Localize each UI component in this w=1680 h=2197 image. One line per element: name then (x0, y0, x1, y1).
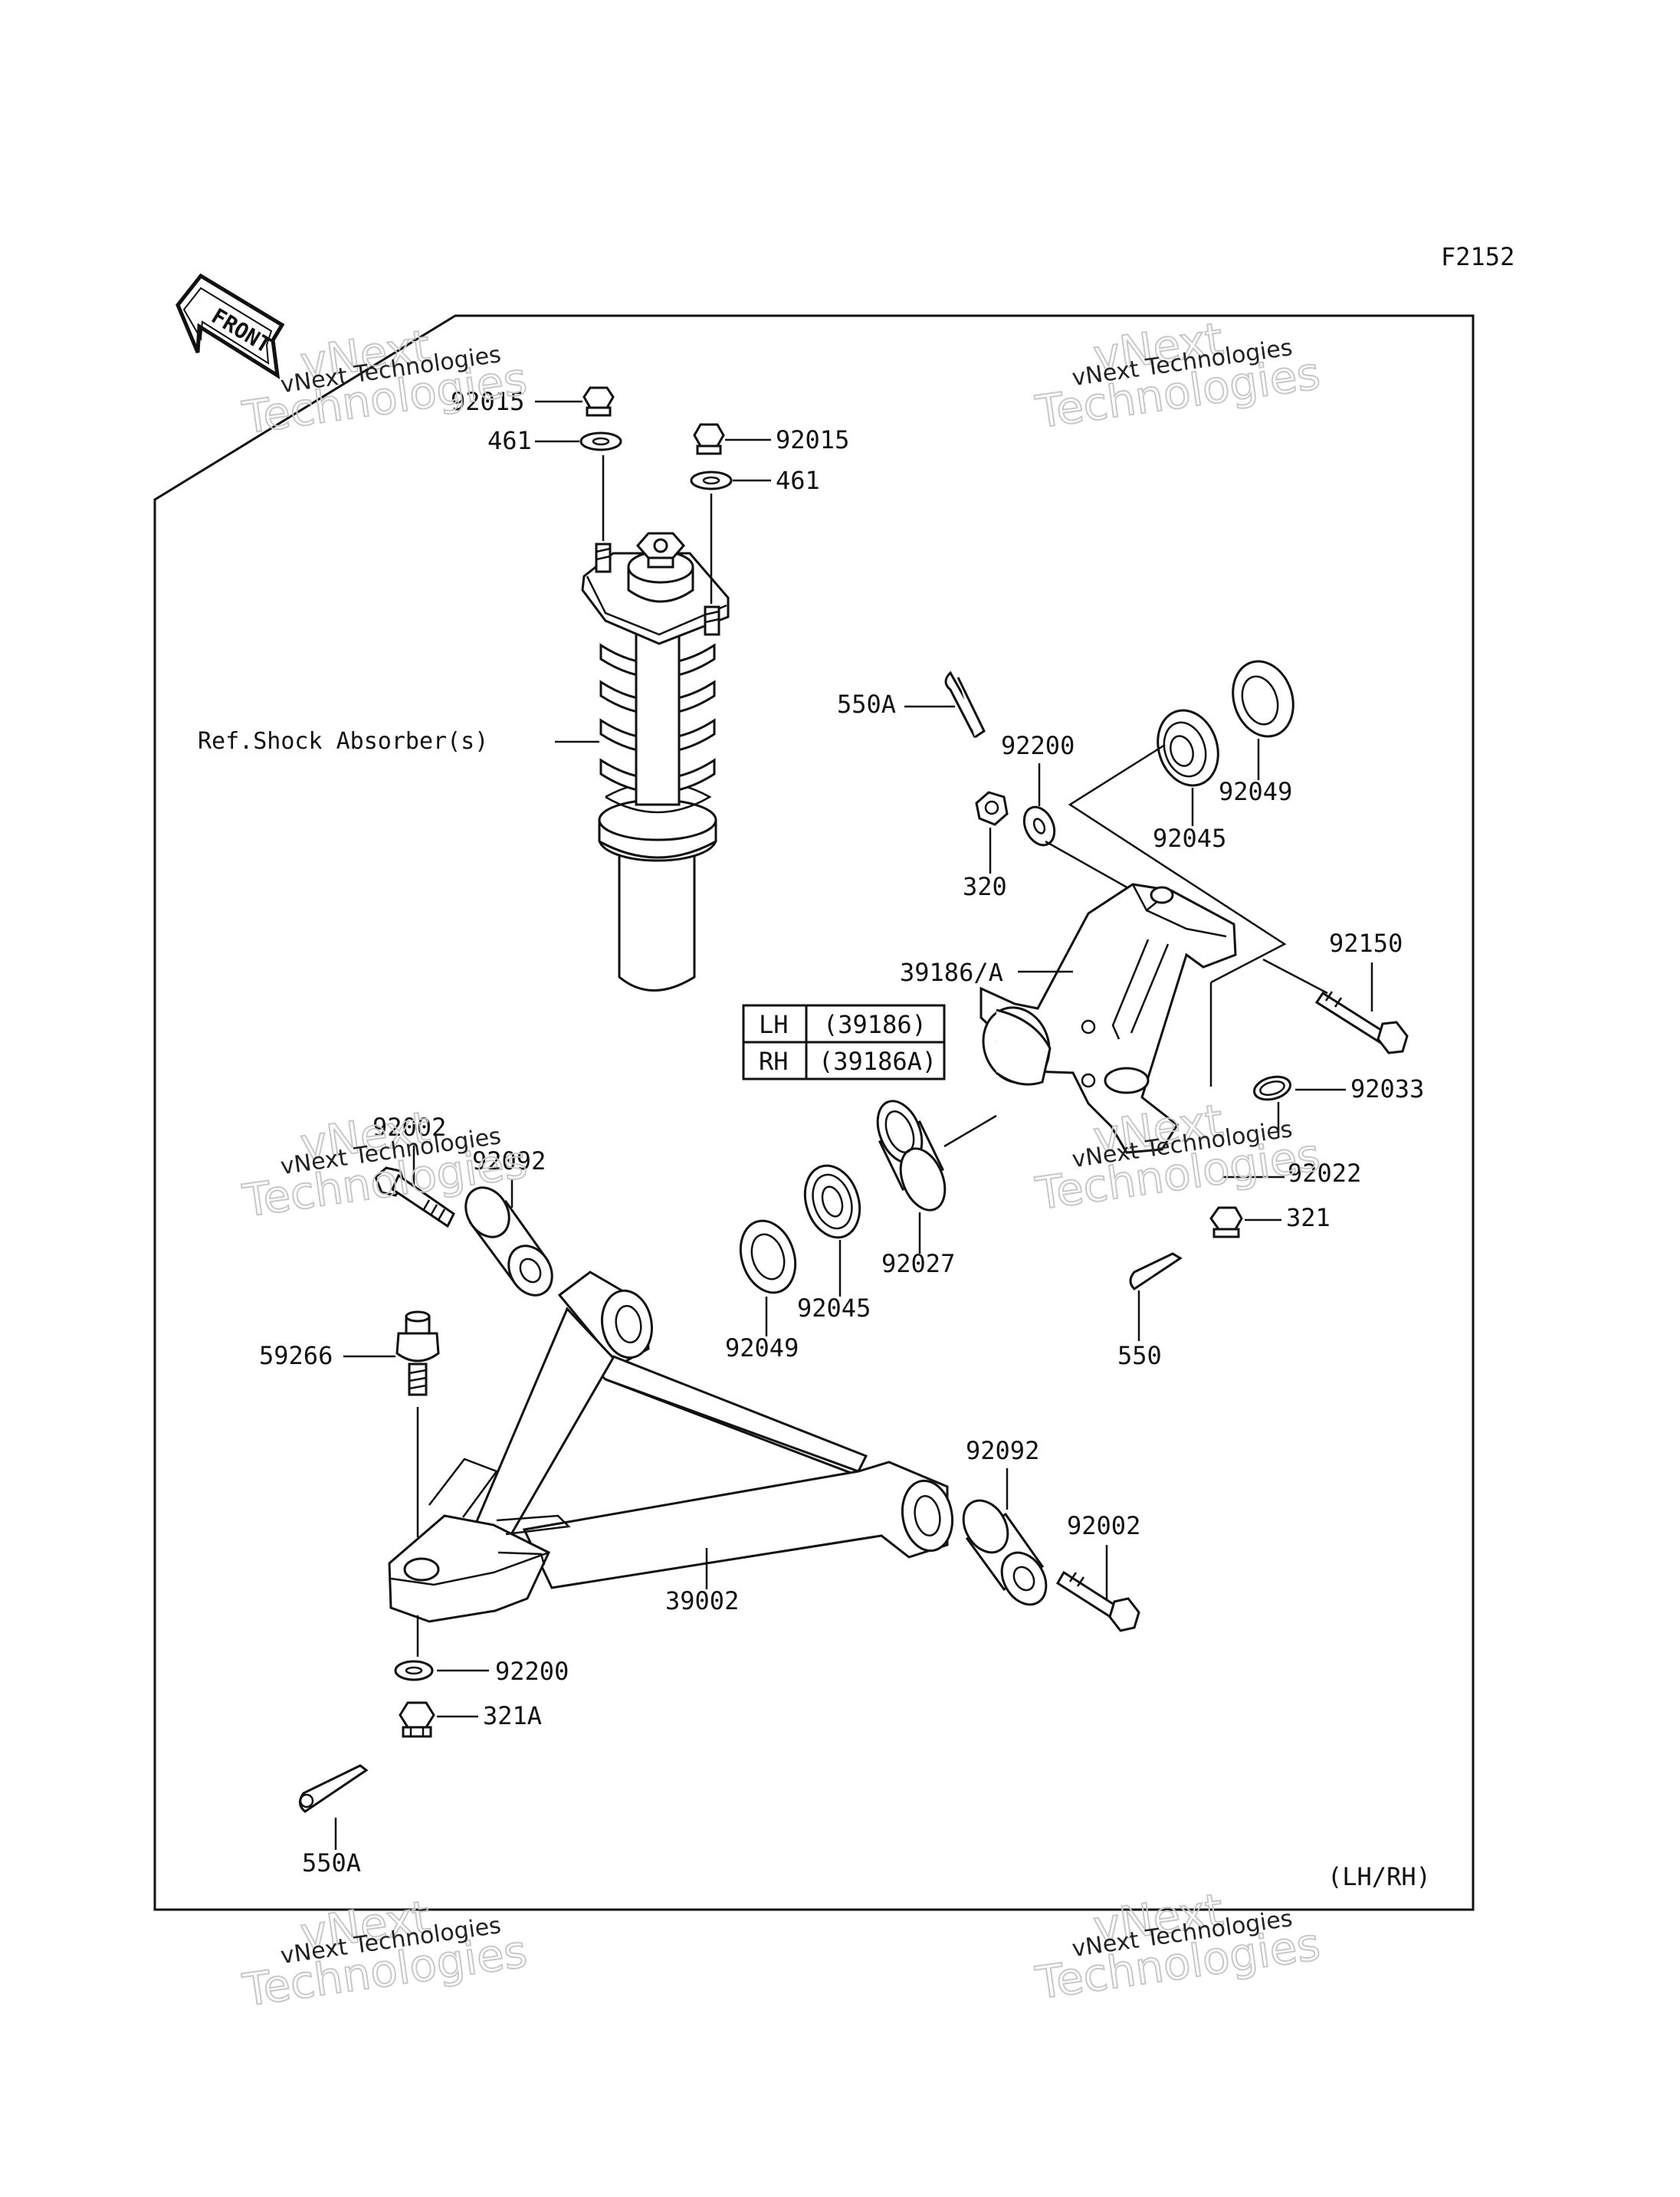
nut-92015-left (582, 386, 615, 417)
label-461-right: 461 (776, 466, 820, 495)
bearing-92045-top (1157, 709, 1219, 787)
label-92002-right: 92002 (1067, 1511, 1140, 1540)
table-part-rh: (39186A) (819, 1047, 937, 1076)
bolt-92150 (1314, 991, 1409, 1054)
label-92015-left: 92015 (451, 387, 524, 416)
table-side-lh: LH (759, 1010, 789, 1039)
label-550: 550 (1117, 1341, 1162, 1370)
label-92049-bottom: 92049 (725, 1333, 799, 1362)
collar-92027 (876, 1100, 947, 1212)
variant-table: LH (39186) RH (39186A) (742, 1004, 946, 1080)
bearing-92045-bottom (803, 1164, 861, 1239)
label-92015-right: 92015 (776, 425, 849, 454)
label-92200-top: 92200 (1001, 731, 1075, 760)
label-321: 321 (1286, 1203, 1331, 1232)
label-59266: 59266 (259, 1341, 333, 1370)
a-arm-39002 (388, 1271, 954, 1623)
label-92045-top: 92045 (1153, 824, 1226, 853)
front-arrow-icon: FRONT (176, 273, 285, 379)
label-92049-top: 92049 (1219, 777, 1292, 806)
cotter-pin-550a-bottom (299, 1764, 369, 1813)
label-321a: 321A (483, 1701, 542, 1730)
label-92033: 92033 (1350, 1074, 1424, 1103)
watermark-top-right: vNext Technologies vNext Technologies (1032, 312, 1324, 439)
nut-321a (399, 1701, 435, 1738)
seal-92049-bottom (739, 1219, 797, 1294)
nut-92015-right (693, 423, 725, 455)
bush-92092-left (464, 1186, 553, 1297)
seal-92049-top (1232, 660, 1294, 738)
label-550a-top: 550A (837, 690, 896, 719)
label-92045-bottom: 92045 (797, 1294, 871, 1323)
bush-92092-right (962, 1499, 1048, 1606)
nut-321 (1209, 1206, 1243, 1238)
label-92022: 92022 (1288, 1159, 1361, 1188)
label-92200-bottom: 92200 (495, 1657, 569, 1686)
bolt-92002-right (1055, 1570, 1140, 1632)
label-550a-bottom: 550A (302, 1848, 361, 1877)
cotter-pin-550 (1129, 1252, 1183, 1290)
bolt-92002-left (374, 1166, 455, 1228)
ball-joint-59266 (395, 1310, 440, 1396)
label-92027: 92027 (881, 1249, 955, 1278)
label-92150: 92150 (1329, 929, 1403, 958)
circlip-92033 (1253, 1075, 1291, 1101)
cotter-pin-550a-top (944, 671, 986, 739)
shock-absorber (581, 532, 730, 992)
scope-note: (LH/RH) (1327, 1862, 1431, 1891)
washer-92200-bottom (394, 1660, 434, 1681)
table-side-rh: RH (759, 1047, 789, 1076)
washer-92200-top (1022, 805, 1056, 847)
table-part-lh: (39186) (823, 1010, 927, 1039)
nut-320 (975, 791, 1009, 826)
diagram-frame (153, 314, 1475, 1911)
shock-ref-label: Ref.Shock Absorber(s) (198, 728, 488, 755)
steering-knuckle (979, 883, 1237, 1154)
label-92092-left: 92092 (472, 1146, 546, 1176)
watermark-bottom-left: vNext Technologies vNext Technologies (238, 1890, 530, 2017)
washer-461-left (579, 431, 622, 451)
label-39186a: 39186/A (900, 958, 1003, 987)
label-92092-right: 92092 (966, 1436, 1039, 1465)
watermark-bottom-right: vNext Technologies vNext Technologies (1032, 1883, 1324, 2010)
label-39002: 39002 (665, 1586, 739, 1615)
label-92002-left: 92002 (372, 1113, 446, 1142)
diagram-code: F2152 (1441, 242, 1514, 271)
washer-461-right (690, 471, 733, 490)
label-461-left: 461 (487, 426, 532, 455)
label-320: 320 (963, 872, 1007, 901)
